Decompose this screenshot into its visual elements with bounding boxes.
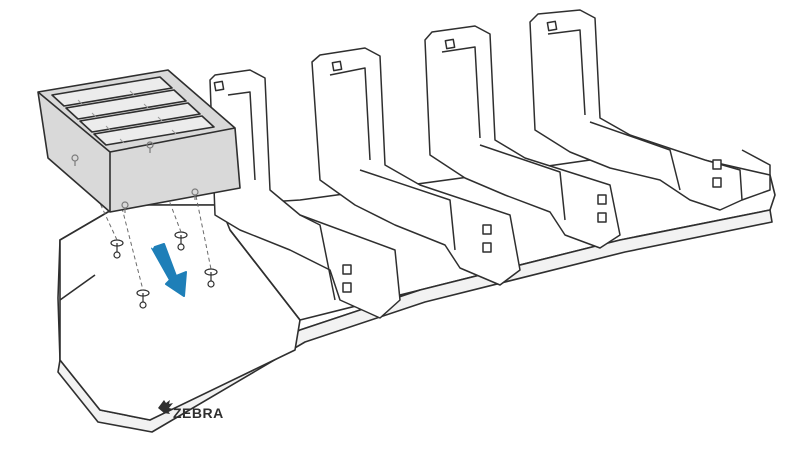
zebra-head-icon [158, 400, 173, 414]
mounting-stud [174, 231, 188, 251]
mounting-stud [110, 239, 124, 259]
insert-direction-arrow [151, 235, 187, 297]
brand-logo [158, 400, 173, 414]
mounting-stud [204, 268, 218, 288]
battery-charger [37, 69, 241, 213]
mounting-studs [110, 231, 218, 309]
mounting-stud [136, 289, 150, 309]
device-slot-2 [311, 47, 521, 286]
device-slot-4 [529, 9, 771, 211]
brand-name: ZEBRA [173, 405, 224, 421]
device-slot-3 [424, 25, 621, 249]
device-slot-1 [209, 69, 401, 319]
